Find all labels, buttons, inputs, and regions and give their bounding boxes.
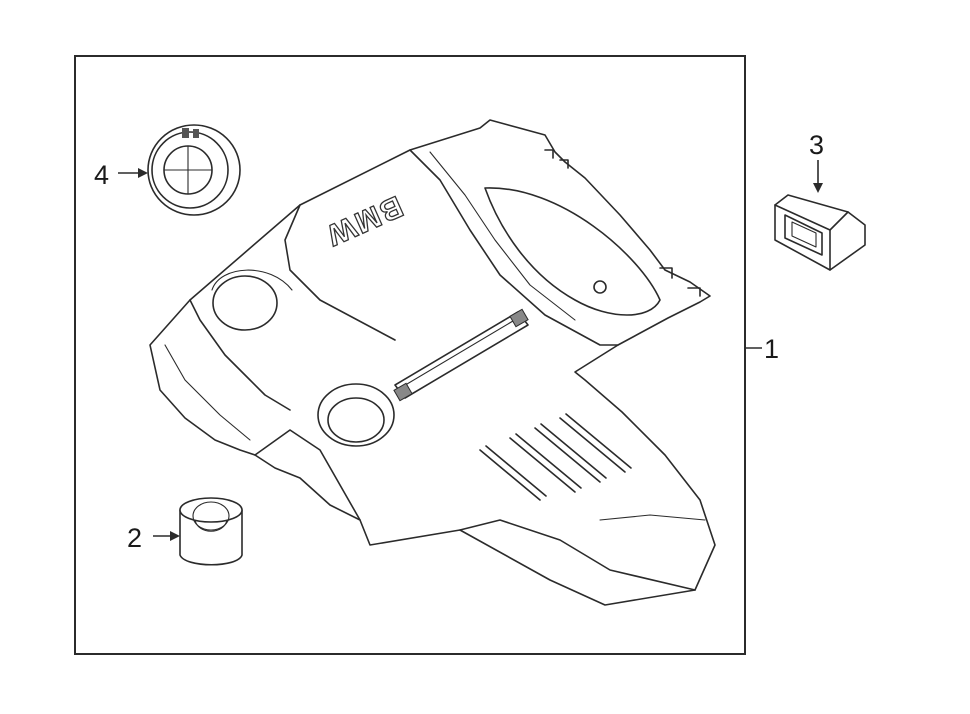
callout-4-label: 4 bbox=[94, 160, 109, 190]
callout-1-label: 1 bbox=[764, 334, 779, 364]
clip-part[interactable] bbox=[774, 194, 866, 271]
slot-end-left bbox=[393, 382, 413, 402]
emblem-letter-mark bbox=[193, 129, 199, 138]
emblem-part[interactable] bbox=[147, 124, 241, 216]
callout-3-label: 3 bbox=[809, 130, 824, 160]
slot-end-right bbox=[509, 308, 529, 328]
emblem-letter-mark bbox=[182, 128, 189, 138]
engine-cover[interactable]: BMW bbox=[149, 119, 716, 606]
assembly-frame bbox=[74, 55, 746, 655]
callout-2-arrow bbox=[170, 531, 180, 541]
grommet-part[interactable] bbox=[179, 497, 243, 566]
callout-4-arrow bbox=[138, 168, 148, 178]
callout-3-arrow bbox=[813, 183, 823, 193]
callout-2-label: 2 bbox=[127, 523, 142, 553]
